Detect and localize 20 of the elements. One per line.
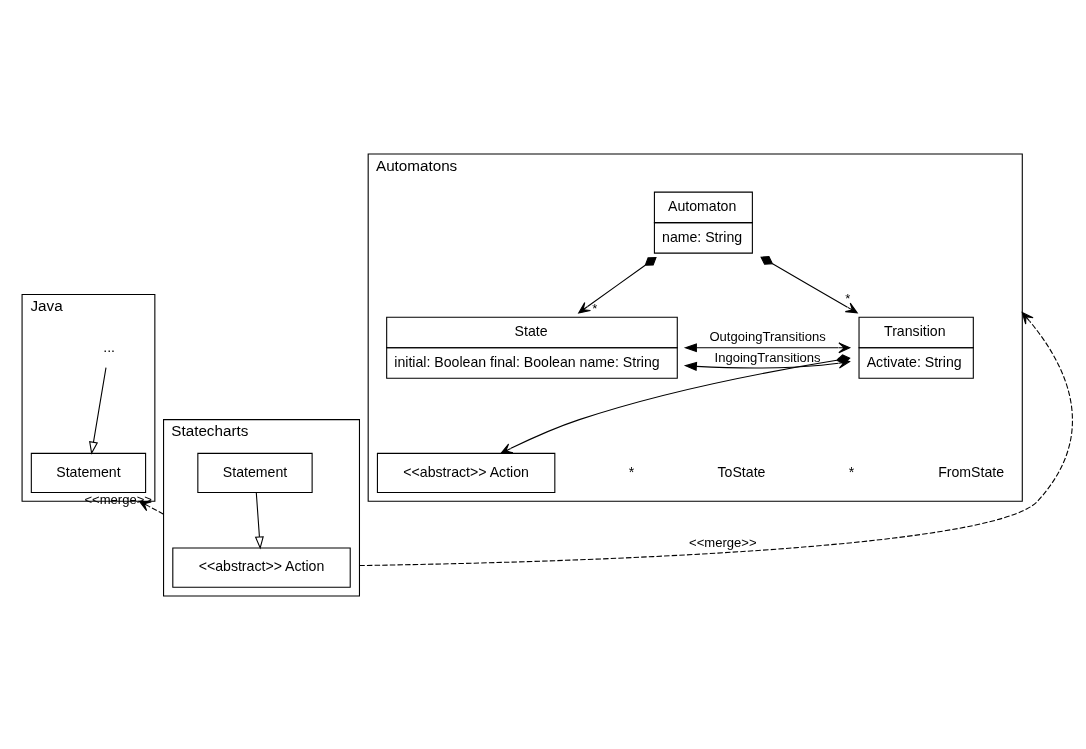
node-text: ... <box>103 337 116 354</box>
label: * <box>848 463 855 480</box>
edge-label: IngoingTransitions <box>714 349 821 364</box>
arrow <box>89 366 107 455</box>
arrow <box>254 491 264 549</box>
node-box: Statement <box>197 452 313 493</box>
edge-label: * <box>592 300 598 316</box>
arrow <box>578 256 657 313</box>
edge-label: <<merge>> <box>689 534 757 550</box>
node-box: <<abstract>> Action <box>172 547 351 588</box>
label: ToState <box>717 463 766 480</box>
label: * <box>628 463 635 480</box>
edge-label: OutgoingTransitions <box>709 328 826 344</box>
arrow <box>683 341 851 353</box>
edge-label: * <box>845 290 851 306</box>
node-box: <<abstract>> Action <box>376 452 556 493</box>
arrow <box>358 311 1073 566</box>
label: FromState <box>938 463 1005 480</box>
node-box: Statement <box>30 452 147 493</box>
arrow <box>760 255 858 313</box>
